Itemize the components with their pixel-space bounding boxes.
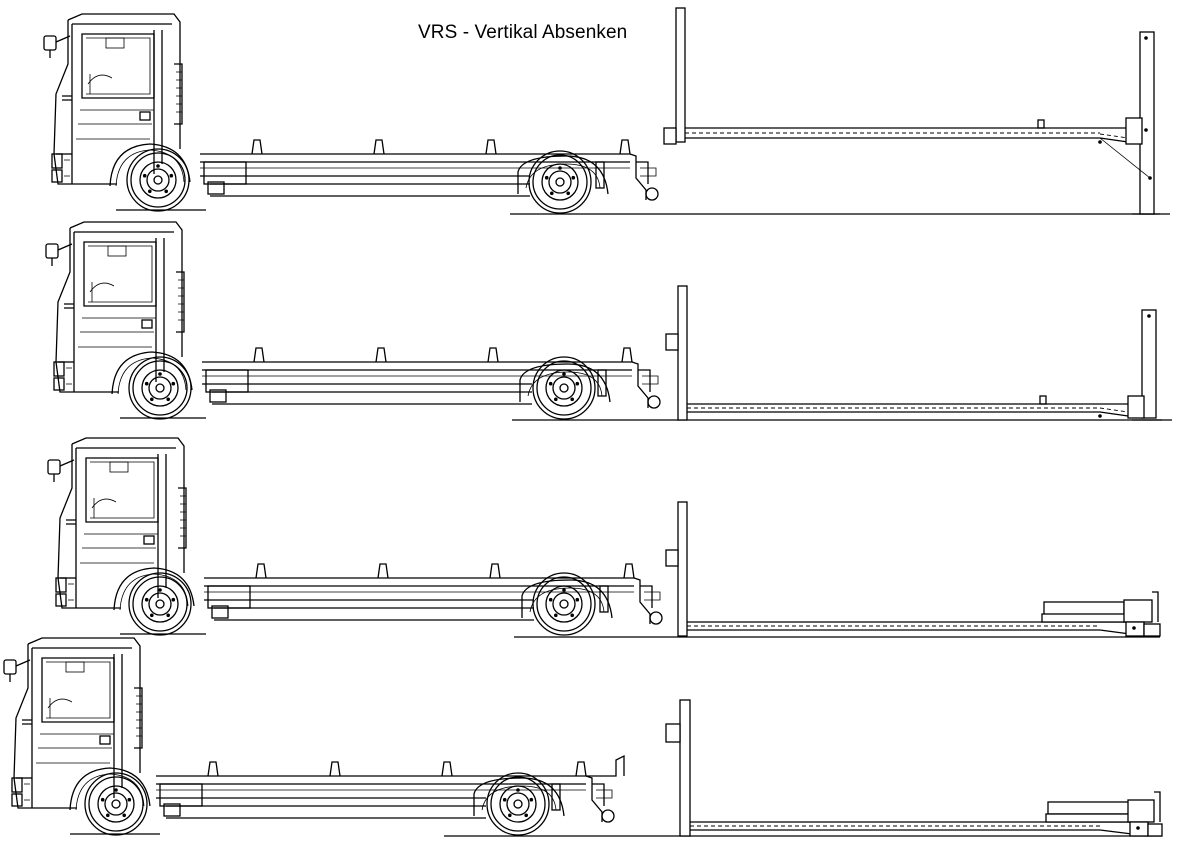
chassis-frame — [201, 347, 661, 409]
container-rear-leg — [1098, 309, 1162, 421]
truck-cab — [43, 13, 191, 187]
container-rear-leg — [1045, 791, 1163, 837]
container-rear-leg — [1098, 31, 1160, 215]
stage-1 — [43, 7, 1170, 215]
container-frame — [687, 621, 1140, 635]
rear-wheel — [532, 572, 596, 636]
truck-cab — [47, 437, 195, 611]
truck-cab — [3, 637, 151, 811]
truck-cab — [45, 221, 193, 395]
rear-wheel — [528, 150, 592, 214]
chassis-frame — [155, 754, 625, 823]
container-frame — [687, 395, 1130, 417]
front-wheel — [128, 572, 192, 636]
stage-2 — [45, 221, 1172, 421]
front-wheel — [84, 772, 148, 836]
container-front-leg — [665, 501, 688, 637]
rear-wheel — [486, 772, 550, 836]
rear-wheel — [532, 356, 596, 420]
page-title: VRS - Vertikal Absenken — [418, 22, 628, 43]
container-front-leg — [663, 7, 686, 145]
container-rear-leg — [1041, 591, 1161, 637]
stage-3 — [47, 437, 1161, 638]
front-wheel — [128, 356, 192, 420]
front-wheel — [126, 148, 190, 212]
container-frame — [685, 119, 1129, 143]
container-frame — [690, 821, 1140, 835]
stage-4 — [3, 637, 1163, 837]
container-front-leg — [665, 285, 688, 421]
container-front-leg — [665, 699, 691, 837]
